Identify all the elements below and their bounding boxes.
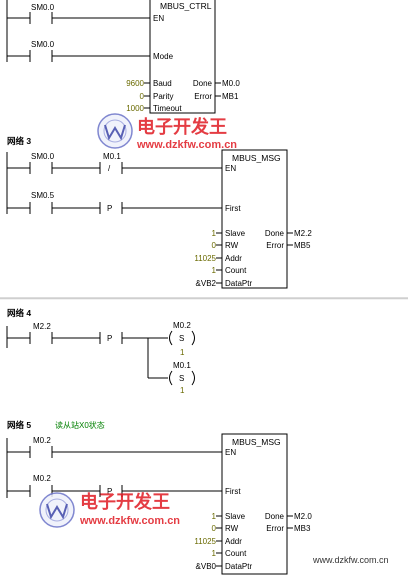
network-5-label: 网络 5 — [7, 420, 31, 430]
pin-rw: RW — [225, 241, 239, 250]
network-4: 网络 4 M2.2 P S M0.2 1 S M0.1 1 — [6, 308, 195, 395]
pin-error: Error — [266, 524, 284, 533]
network-2: SM0.0 SM0.0 MBUS_CTRL EN Mode Baud Parit… — [6, 0, 240, 114]
footer-url: www.dzkfw.com.cn — [312, 555, 389, 565]
pin-en: EN — [225, 448, 236, 457]
slave-value[interactable]: 1 — [212, 512, 217, 521]
count-value[interactable]: 1 — [212, 549, 217, 558]
parity-value[interactable]: 0 — [140, 92, 145, 101]
contact-m02-first-label[interactable]: M0.2 — [33, 474, 51, 483]
coil-m02-count[interactable]: 1 — [180, 348, 185, 357]
watermark-logo-icon — [97, 113, 133, 149]
dataptr-value[interactable]: &VB2 — [196, 279, 217, 288]
coil-m01-label[interactable]: M0.1 — [173, 361, 191, 370]
pin-timeout: Timeout — [153, 104, 182, 113]
pin-slave: Slave — [225, 512, 246, 521]
contact-sm05-label[interactable]: SM0.5 — [31, 191, 55, 200]
pin-done: Done — [193, 79, 213, 88]
pin-first: First — [225, 204, 241, 213]
pin-count: Count — [225, 266, 247, 275]
pin-dataptr: DataPtr — [225, 562, 252, 571]
done-output[interactable]: M2.0 — [294, 512, 312, 521]
watermark-logo-icon — [39, 492, 75, 528]
rw-value[interactable]: 0 — [212, 241, 217, 250]
network-5-comment: 读从站X0状态 — [55, 420, 105, 430]
mbus-ctrl-block[interactable] — [149, 0, 216, 114]
network-3: 网络 3 SM0.0 / M0.1 SM0.5 P MBUS_MSG EN Fi… — [6, 136, 312, 289]
count-value[interactable]: 1 — [212, 266, 217, 275]
coil-left-arc — [169, 330, 173, 346]
watermark-1: 电子开发王 www.dzkfw.com.cn — [97, 113, 237, 151]
addr-value[interactable]: 11025 — [194, 537, 216, 546]
watermark-url: www.dzkfw.com.cn — [136, 139, 237, 151]
contact-m01-label[interactable]: M0.1 — [103, 152, 121, 161]
pin-baud: Baud — [153, 79, 172, 88]
pin-mode: Mode — [153, 52, 174, 61]
coil-left-arc — [169, 370, 173, 386]
coil-m01-count[interactable]: 1 — [180, 386, 185, 395]
error-output[interactable]: MB1 — [222, 92, 239, 101]
network-3-label: 网络 3 — [7, 136, 31, 146]
watermark-cn-text: 电子开发王 — [137, 116, 227, 138]
addr-value[interactable]: 11025 — [194, 254, 216, 263]
coil-right-arc — [191, 330, 195, 346]
set-coil-symbol: S — [179, 334, 184, 343]
mbus-msg-block-1[interactable] — [221, 149, 288, 289]
watermark-url: www.dzkfw.com.cn — [79, 515, 180, 527]
baud-value[interactable]: 9600 — [126, 79, 144, 88]
mbus-msg-title: MBUS_MSG — [232, 437, 281, 447]
pin-rw: RW — [225, 524, 239, 533]
dataptr-value[interactable]: &VB0 — [196, 562, 217, 571]
pin-slave: Slave — [225, 229, 246, 238]
positive-edge-symbol: P — [107, 334, 112, 343]
pin-en: EN — [153, 14, 164, 23]
watermark-2: 电子开发王 www.dzkfw.com.cn — [39, 491, 180, 528]
set-coil-symbol: S — [179, 374, 184, 383]
contact-m22-label[interactable]: M2.2 — [33, 322, 51, 331]
timeout-value[interactable]: 1000 — [126, 104, 144, 113]
network-5: 网络 5 读从站X0状态 M0.2 M0.2 P MBUS_MSG EN Fir… — [6, 420, 312, 575]
pin-error: Error — [266, 241, 284, 250]
positive-edge-symbol: P — [107, 487, 112, 496]
negate-contact-symbol: / — [108, 164, 111, 173]
pin-error: Error — [194, 92, 212, 101]
contact-sm00-label: SM0.0 — [31, 3, 55, 12]
pin-addr: Addr — [225, 254, 242, 263]
rw-value[interactable]: 0 — [212, 524, 217, 533]
pin-first: First — [225, 487, 241, 496]
pin-dataptr: DataPtr — [225, 279, 252, 288]
mbus-msg-block-2[interactable] — [221, 433, 288, 575]
error-output[interactable]: MB3 — [294, 524, 311, 533]
positive-edge-symbol: P — [107, 204, 112, 213]
contact-m02-label[interactable]: M0.2 — [33, 436, 51, 445]
contact-sm00-label[interactable]: SM0.0 — [31, 152, 55, 161]
mbus-msg-title: MBUS_MSG — [232, 153, 281, 163]
mbus-ctrl-title: MBUS_CTRL — [160, 1, 212, 11]
coil-right-arc — [191, 370, 195, 386]
pin-addr: Addr — [225, 537, 242, 546]
error-output[interactable]: MB5 — [294, 241, 311, 250]
pin-count: Count — [225, 549, 247, 558]
done-output[interactable]: M0.0 — [222, 79, 240, 88]
pin-parity: Parity — [153, 92, 173, 101]
pin-done: Done — [265, 512, 285, 521]
done-output[interactable]: M2.2 — [294, 229, 312, 238]
slave-value[interactable]: 1 — [212, 229, 217, 238]
watermark-cn-text: 电子开发王 — [80, 491, 170, 513]
network-4-label: 网络 4 — [7, 308, 31, 318]
contact-sm00-mode-label: SM0.0 — [31, 40, 55, 49]
pin-done: Done — [265, 229, 285, 238]
coil-m02-label[interactable]: M0.2 — [173, 321, 191, 330]
pin-en: EN — [225, 164, 236, 173]
